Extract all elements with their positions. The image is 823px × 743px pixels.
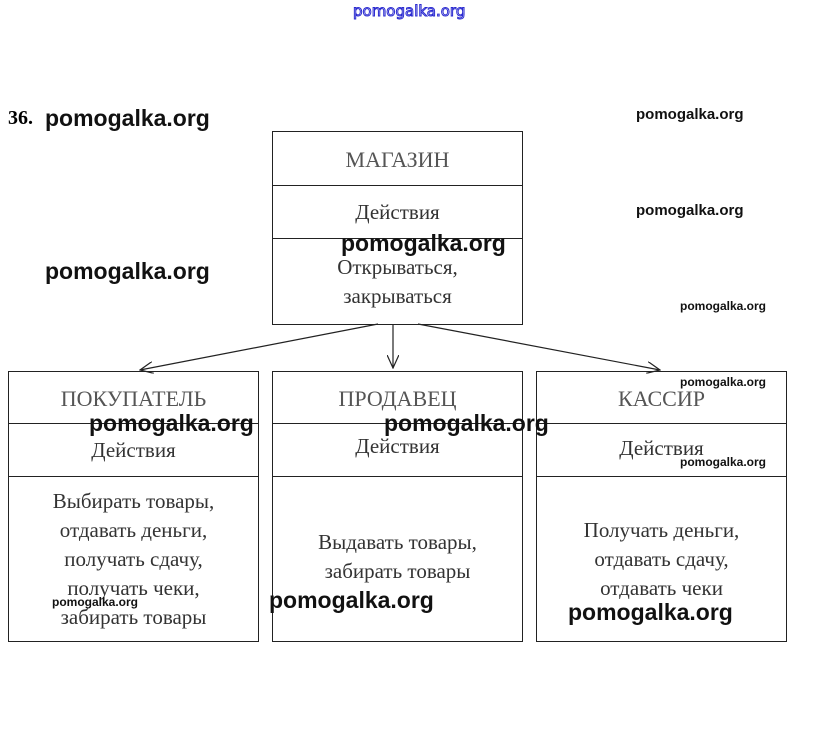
seller-title: ПРОДАВЕЦ [338, 385, 457, 411]
cashier-actions: Получать деньги, отдавать сдачу, отдават… [583, 518, 740, 600]
class-seller: ПРОДАВЕЦ Действия Выдавать товары, забир… [272, 371, 523, 642]
shop-title: МАГАЗИН [345, 146, 450, 172]
watermark: pomogalka.org [341, 230, 506, 256]
problem-number: 36. [8, 107, 33, 129]
watermark-top[interactable]: pomogalka.org [352, 2, 466, 21]
arrow-to-cashier [417, 323, 660, 370]
watermark: pomogalka.org [269, 587, 434, 613]
buyer-title: ПОКУПАТЕЛЬ [60, 385, 207, 411]
watermark: pomogalka.org [568, 599, 733, 625]
buyer-section: Действия [91, 438, 176, 462]
watermark: pomogalka.org [680, 375, 767, 389]
shop-section: Действия [355, 200, 440, 224]
watermark: pomogalka.org [636, 202, 744, 219]
watermark: pomogalka.org [45, 105, 210, 131]
class-shop: МАГАЗИН Действия Открываться, закрыватьс… [272, 131, 523, 325]
arrow-to-buyer [140, 323, 379, 370]
watermark: pomogalka.org [384, 410, 549, 436]
watermark: pomogalka.org [680, 455, 767, 469]
watermark: pomogalka.org [45, 258, 210, 284]
buyer-actions: Выбирать товары, отдавать деньги, получа… [52, 489, 215, 629]
seller-actions: Выдавать товары, забирать товары [318, 530, 477, 583]
watermark: pomogalka.org [89, 410, 254, 436]
class-cashier: КАССИР Действия Получать деньги, отдават… [536, 371, 787, 642]
shop-actions: Открываться, закрываться [337, 255, 458, 308]
cashier-section: Действия [619, 435, 704, 460]
class-buyer: ПОКУПАТЕЛЬ Действия Выбирать товары, отд… [8, 371, 259, 642]
watermark: pomogalka.org [680, 299, 767, 313]
cashier-title: КАССИР [618, 385, 705, 411]
watermark: pomogalka.org [52, 595, 139, 609]
seller-section: Действия [355, 434, 440, 458]
watermark: pomogalka.org [636, 106, 744, 123]
